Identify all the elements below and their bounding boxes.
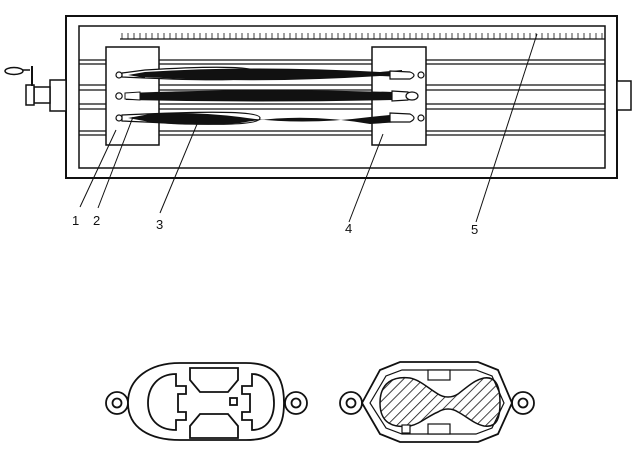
specimens xyxy=(115,66,425,125)
grip-section-open xyxy=(105,362,308,441)
right-end-fitting xyxy=(616,80,632,111)
specimen-top xyxy=(115,66,425,81)
callout-3: 3 xyxy=(156,217,163,232)
callout-5: 5 xyxy=(471,222,478,237)
callout-2: 2 xyxy=(93,213,100,228)
callout-4: 4 xyxy=(345,221,352,236)
drive-crank-handle xyxy=(4,66,67,112)
leader-lines xyxy=(79,33,538,223)
specimen-bottom xyxy=(115,111,425,125)
callout-1: 1 xyxy=(72,213,79,228)
grip-section-clamped xyxy=(339,361,535,443)
measuring-scale xyxy=(120,33,605,40)
guide-rails xyxy=(79,59,605,136)
specimen-middle xyxy=(115,90,419,102)
